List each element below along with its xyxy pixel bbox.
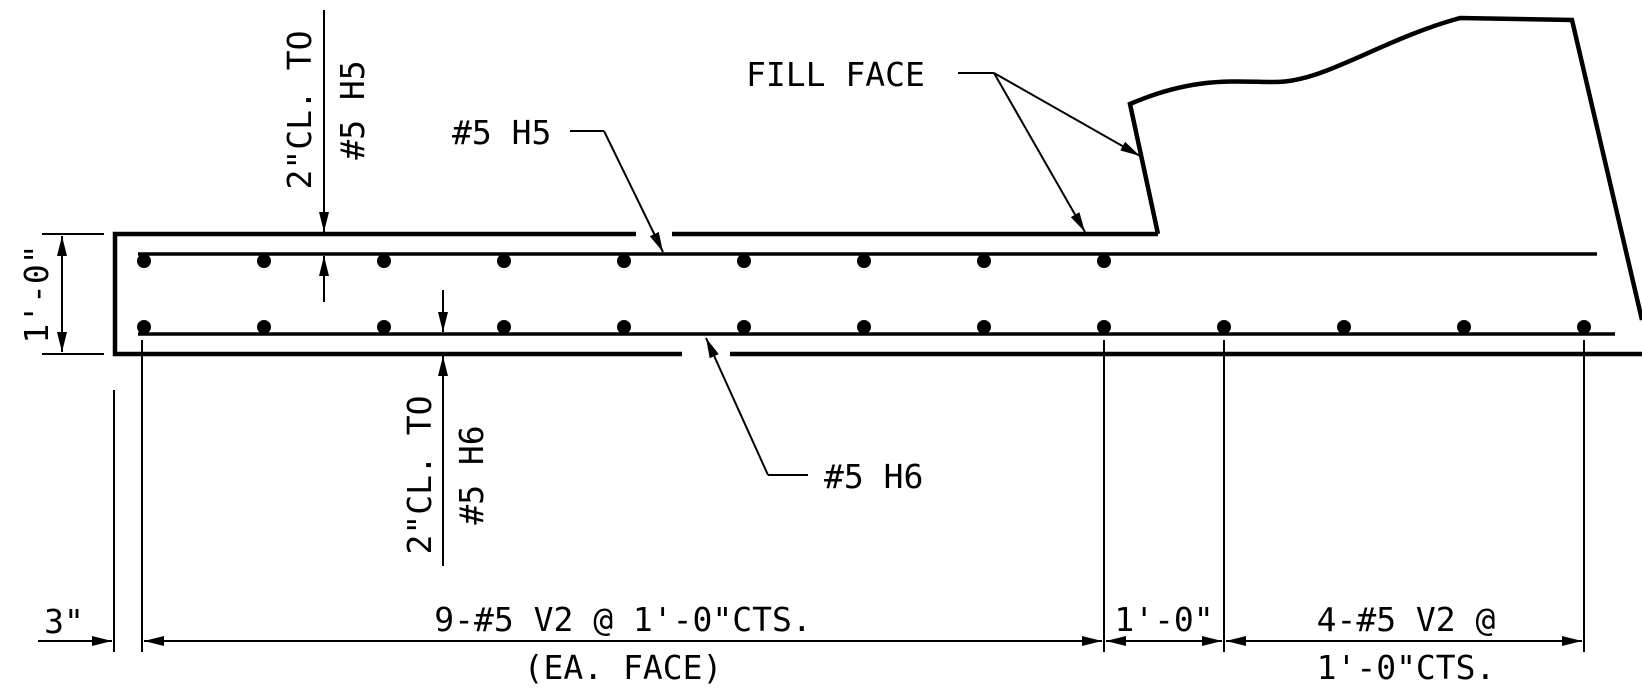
rebar-dot [617, 320, 631, 334]
rebar-dot [377, 320, 391, 334]
bar-h6-leader [705, 337, 808, 476]
rebar-dot [1457, 320, 1471, 334]
rebar-v2-bottom-layer [137, 320, 1591, 334]
top-cover-label-line2: #5 H5 [333, 60, 372, 159]
spacing-main-label-line1: 9-#5 V2 @ 1'-0"CTS. [434, 600, 812, 639]
bottom-cover-label-line2: #5 H6 [452, 425, 491, 524]
rebar-dot [857, 254, 871, 268]
spacing-main-label-line2: (EA. FACE) [524, 648, 723, 687]
thickness-dimension [42, 233, 104, 355]
rebar-dot [1217, 320, 1231, 334]
bar-h5-label: #5 H5 [452, 113, 551, 152]
dimension-extension-lines [113, 340, 1585, 652]
rebar-dot [977, 320, 991, 334]
rebar-dot [1337, 320, 1351, 334]
rebar-dot [857, 320, 871, 334]
top-cover-label-line1: 2"CL. TO [280, 31, 319, 190]
fill-face-leader [958, 72, 1141, 233]
bar-h5-leader [570, 130, 664, 253]
rebar-dot [977, 254, 991, 268]
spacing-end-label-line2: 1'-0"CTS. [1317, 648, 1496, 687]
rebar-dot [497, 254, 511, 268]
fill-face-label: FILL FACE [746, 55, 925, 94]
edge-distance-label: 3" [44, 602, 84, 641]
spacing-end-label-line1: 4-#5 V2 @ [1317, 600, 1496, 639]
thickness-label: 1'-0" [17, 244, 56, 343]
fill-outline [1127, 15, 1642, 321]
rebar-dot [257, 254, 271, 268]
spacing-gap-label: 1'-0" [1114, 600, 1213, 639]
rebar-dot [1097, 254, 1111, 268]
slab-top-left-edge [112, 231, 682, 357]
rebar-dot [1577, 320, 1591, 334]
rebar-v2-top-layer [137, 254, 1111, 268]
rebar-dot [377, 254, 391, 268]
bar-h6-label: #5 H6 [824, 457, 923, 496]
bottom-cover-label-line1: 2"CL. TO [400, 396, 439, 555]
rebar-dot [257, 320, 271, 334]
slab-outline [112, 231, 1642, 357]
rebar-dot [137, 320, 151, 334]
rebar-dot [137, 254, 151, 268]
rebar-dot [737, 320, 751, 334]
rebar-dot [617, 254, 631, 268]
rebar-dot [737, 254, 751, 268]
rebar-dot [497, 320, 511, 334]
rebar-dot [1097, 320, 1111, 334]
